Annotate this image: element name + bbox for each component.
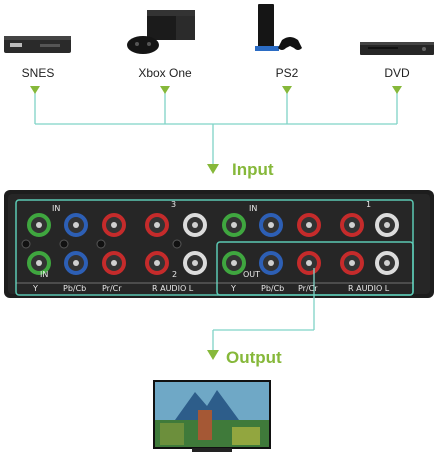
rca-pin-top-right-pr	[306, 222, 312, 228]
rca-pin-bottom-left-y	[36, 260, 42, 266]
right-port-label-pbcb: Pb/Cb	[261, 284, 285, 293]
input-label: Input	[232, 160, 274, 179]
input-arrowheads	[30, 86, 402, 174]
cable-box-icon	[4, 36, 71, 53]
rca-pin-bottom-left-pr	[111, 260, 117, 266]
ps2-console-icon	[255, 4, 302, 51]
in-label-top-right: IN	[249, 204, 258, 213]
input-number-1: 1	[366, 200, 372, 209]
rca-pin-top-right-y	[231, 222, 237, 228]
in-label-top-left: IN	[52, 204, 61, 213]
rca-pin-bottom-right-pr	[306, 260, 312, 266]
rca-pin-bottom-left-audio-l	[192, 260, 198, 266]
rca-pin-bottom-left-pb	[73, 260, 79, 266]
rca-pin-bottom-right-pb	[268, 260, 274, 266]
panel-screw-1	[96, 239, 106, 249]
device-label-snes: SNES	[21, 66, 55, 80]
in-label-bottom-left: IN	[40, 270, 49, 279]
xbox-console-icon	[127, 10, 195, 54]
rca-pin-bottom-right-audio-r	[349, 260, 355, 266]
right-port-label-audio: R AUDIO L	[348, 284, 390, 293]
rca-pin-bottom-right-audio-l	[384, 260, 390, 266]
device-label-dvd: DVD	[384, 66, 410, 80]
panel-screw-3	[21, 239, 31, 249]
left-port-label-pbcb: Pb/Cb	[63, 284, 87, 293]
left-port-label-prcr: Pr/Cr	[102, 284, 122, 293]
panel-screw-0	[59, 239, 69, 249]
output-label: Output	[226, 348, 282, 367]
rca-pin-bottom-right-y	[231, 260, 237, 266]
rca-pin-top-left-y	[36, 222, 42, 228]
input-connector-lines	[34, 92, 398, 168]
rca-pin-top-right-audio-l	[384, 222, 390, 228]
rca-pin-top-left-pr	[111, 222, 117, 228]
out-label: OUT	[243, 270, 261, 279]
output-arrowhead	[207, 350, 219, 360]
input-number-2: 2	[172, 270, 178, 279]
input-number-3: 3	[171, 200, 177, 209]
rca-pin-top-left-audio-r	[154, 222, 160, 228]
rca-pin-bottom-left-audio-r	[154, 260, 160, 266]
rca-pin-top-right-audio-r	[349, 222, 355, 228]
rca-pin-top-right-pb	[268, 222, 274, 228]
right-port-label-y: Y	[231, 284, 236, 293]
tv-icon	[153, 380, 271, 452]
right-port-label-prcr: Pr/Cr	[298, 284, 318, 293]
rca-pin-top-left-pb	[73, 222, 79, 228]
panel-screw-2	[172, 239, 182, 249]
rca-pin-top-left-audio-l	[192, 222, 198, 228]
dvd-player-icon	[360, 42, 434, 55]
left-port-label-audio: R AUDIO L	[152, 284, 194, 293]
rca-ports	[21, 213, 399, 275]
device-label-xbox-one: Xbox One	[138, 66, 192, 80]
device-label-ps2: PS2	[275, 66, 299, 80]
left-port-label-y: Y	[33, 284, 38, 293]
output-connector-lines	[212, 268, 315, 350]
